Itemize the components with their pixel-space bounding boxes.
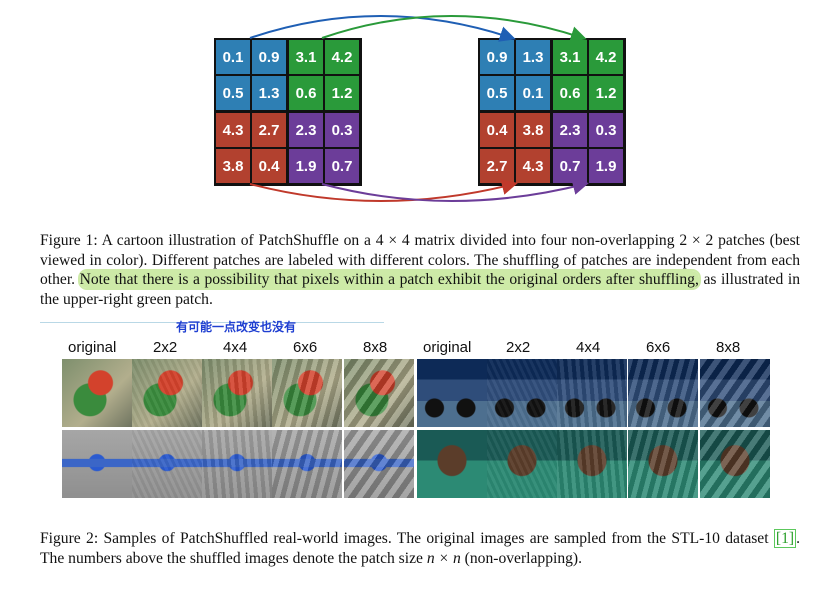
figure1-caption: Figure 1: A cartoon illustration of Patc… xyxy=(40,231,800,309)
deer-thumbnail xyxy=(700,430,770,498)
right-matrix-cell: 0.5 xyxy=(480,76,514,110)
plane-thumbnail xyxy=(202,430,272,498)
figure2-caption: Figure 2: Samples of PatchShuffled real-… xyxy=(40,529,800,568)
patch-size-label: 6x6 xyxy=(293,339,318,356)
patch-size-math: n × n xyxy=(426,549,461,567)
left-matrix-cell: 0.7 xyxy=(325,149,359,183)
patch-size-label: 2x2 xyxy=(506,339,531,356)
right-matrix-cell: 4.3 xyxy=(516,149,550,183)
right-matrix-cell: 3.1 xyxy=(553,40,587,74)
deer-thumbnail xyxy=(487,430,557,498)
left-matrix-cell: 0.6 xyxy=(289,76,323,110)
plane-thumbnail xyxy=(344,430,414,498)
right-matrix-cell: 0.4 xyxy=(480,113,514,147)
right-matrix-cell: 0.1 xyxy=(516,76,550,110)
patch-size-label: 6x6 xyxy=(646,339,671,356)
right-matrix-cell: 0.9 xyxy=(480,40,514,74)
truck-thumbnail xyxy=(628,359,698,427)
patch-size-label: 4x4 xyxy=(576,339,601,356)
right-matrix-cell: 3.8 xyxy=(516,113,550,147)
right-matrix-cell: 0.6 xyxy=(553,76,587,110)
figure2-caption-end: (non-overlapping). xyxy=(464,549,583,567)
arrow-green xyxy=(321,15,587,42)
left-matrix-cell: 1.9 xyxy=(289,149,323,183)
arrow-purple xyxy=(321,179,589,202)
bird-thumbnail xyxy=(132,359,202,427)
deer-thumbnail xyxy=(417,430,487,498)
left-matrix-cell: 0.5 xyxy=(216,76,250,110)
plane-thumbnail xyxy=(132,430,202,498)
deer-thumbnail xyxy=(557,430,627,498)
right-matrix-cell: 1.3 xyxy=(516,40,550,74)
bird-thumbnail xyxy=(202,359,272,427)
right-matrix-cell: 0.3 xyxy=(589,113,623,147)
right-matrix-cell: 2.7 xyxy=(480,149,514,183)
arrow-red xyxy=(249,179,518,202)
right-matrix-cell: 1.2 xyxy=(589,76,623,110)
figure2-caption-text: Figure 2: Samples of PatchShuffled real-… xyxy=(40,530,769,547)
patch-size-label: 2x2 xyxy=(153,339,178,356)
patch-size-label: 8x8 xyxy=(363,339,388,356)
left-matrix-cell: 0.9 xyxy=(252,40,286,74)
shuffle-arrows xyxy=(249,15,589,202)
left-matrix-cell: 3.8 xyxy=(216,149,250,183)
left-matrix-cell: 1.2 xyxy=(325,76,359,110)
left-matrix-cell: 4.2 xyxy=(325,40,359,74)
left-matrix-cell: 4.3 xyxy=(216,113,250,147)
patch-size-label: original xyxy=(423,339,472,356)
annotation-underline xyxy=(40,322,384,323)
left-matrix-cell: 2.7 xyxy=(252,113,286,147)
annotation-note: 有可能一点改变也没有 xyxy=(176,320,297,334)
truck-thumbnail xyxy=(557,359,627,427)
plane-thumbnail xyxy=(62,430,132,498)
left-matrix-cell: 0.1 xyxy=(216,40,250,74)
arrow-blue xyxy=(249,15,516,42)
bird-thumbnail xyxy=(62,359,132,427)
citation-link[interactable]: [1] xyxy=(773,529,797,548)
figure2-caption-mid: . The numbers above the shuffled images … xyxy=(40,530,800,567)
bird-thumbnail xyxy=(272,359,342,427)
left-matrix-cell: 2.3 xyxy=(289,113,323,147)
figure1-caption-end: as illustrated in the upper-right green … xyxy=(40,271,800,308)
left-matrix-cell: 0.4 xyxy=(252,149,286,183)
patch-size-label: 4x4 xyxy=(223,339,248,356)
plane-thumbnail xyxy=(272,430,342,498)
patch-size-label: original xyxy=(68,339,117,356)
right-matrix-cell: 2.3 xyxy=(553,113,587,147)
left-matrix-cell: 1.3 xyxy=(252,76,286,110)
patch-size-label: 8x8 xyxy=(716,339,741,356)
figure1-caption-text: Figure 1: A cartoon illustration of Patc… xyxy=(40,232,800,288)
left-matrix-cell: 3.1 xyxy=(289,40,323,74)
deer-thumbnail xyxy=(628,430,698,498)
truck-thumbnail xyxy=(700,359,770,427)
truck-thumbnail xyxy=(487,359,557,427)
right-matrix-cell: 0.7 xyxy=(553,149,587,183)
bird-thumbnail xyxy=(344,359,414,427)
figure1-caption-highlight: Note that there is a possibility that pi… xyxy=(79,271,699,288)
truck-thumbnail xyxy=(417,359,487,427)
left-matrix-cell: 0.3 xyxy=(325,113,359,147)
right-matrix-cell: 1.9 xyxy=(589,149,623,183)
right-matrix-cell: 4.2 xyxy=(589,40,623,74)
